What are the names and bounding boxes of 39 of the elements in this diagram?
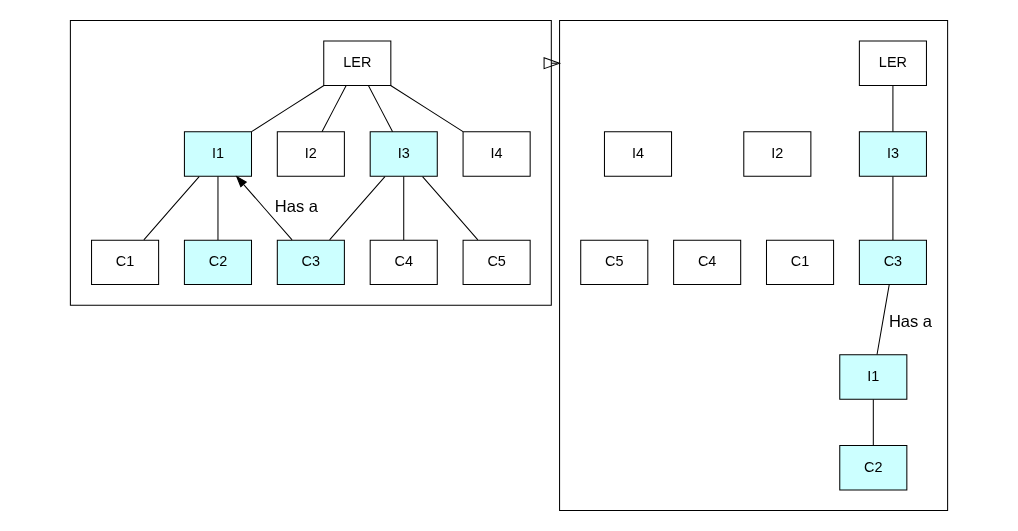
arrow: [543, 57, 562, 70]
node-box: C1: [765, 239, 835, 286]
node-box: C5: [580, 239, 649, 286]
connector: [422, 176, 479, 241]
edge-label: Has a: [888, 311, 933, 330]
arrow: [235, 175, 293, 241]
node-box: I3: [369, 131, 438, 177]
node-box: I2: [276, 131, 345, 177]
node-box: LER: [858, 40, 927, 86]
node-box: I2: [743, 131, 812, 177]
connector: [251, 85, 325, 133]
connector: [143, 176, 200, 241]
cluster: [69, 19, 552, 306]
connector: [892, 85, 894, 133]
connector: [403, 176, 405, 241]
connector: [892, 176, 894, 241]
node-box: I3: [858, 131, 927, 177]
node-box: C2: [183, 239, 253, 286]
node-box: I4: [462, 131, 531, 177]
edge-label: Has a: [274, 197, 318, 216]
connector: [329, 176, 386, 241]
connector: [368, 85, 394, 133]
connector: [217, 176, 219, 241]
node-box: I1: [183, 131, 253, 177]
node-box: C5: [462, 239, 531, 286]
node-box: C3: [276, 239, 345, 286]
node-box: C4: [673, 239, 742, 286]
cluster: [559, 19, 949, 512]
connector: [390, 85, 464, 133]
connector: [876, 284, 890, 355]
connector: [872, 398, 874, 446]
node-box: I1: [839, 354, 908, 400]
connector: [321, 85, 347, 133]
node-box: C2: [839, 445, 908, 491]
node-box: LER: [323, 40, 392, 86]
node-box: C4: [369, 239, 438, 286]
node-box: C3: [858, 239, 927, 286]
node-box: C1: [91, 239, 160, 286]
node-box: I4: [603, 131, 673, 177]
